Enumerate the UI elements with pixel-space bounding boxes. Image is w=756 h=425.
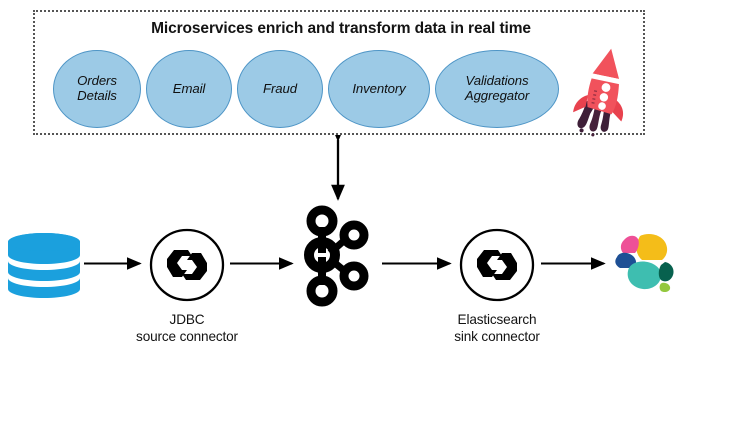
elasticsearch-sink-connector-node[interactable] — [458, 228, 536, 302]
service-node-validations-aggregator[interactable]: Validations Aggregator — [435, 50, 559, 128]
service-label: Inventory — [352, 80, 406, 96]
service-label: Fraud — [263, 80, 297, 96]
kafka-connect-icon — [459, 228, 535, 302]
service-label: Validations Aggregator — [464, 73, 530, 103]
microservices-panel: Microservices enrich and transform data … — [33, 10, 647, 137]
microservices-panel-heading: Microservices enrich and transform data … — [151, 20, 531, 37]
source-database-node[interactable] — [4, 228, 84, 300]
kafka-connect-icon — [149, 228, 225, 302]
service-label: Orders Details — [77, 73, 117, 103]
database-cylinder-icon — [8, 233, 80, 298]
service-node-inventory[interactable]: Inventory — [328, 50, 430, 128]
elastic-logo-icon — [615, 234, 674, 293]
service-node-email[interactable]: Email — [146, 50, 232, 128]
jdbc-source-connector-label: JDBC source connector — [136, 312, 238, 345]
kafka-broker-node[interactable] — [300, 205, 376, 307]
service-node-orders-details[interactable]: Orders Details — [53, 50, 141, 128]
elasticsearch-sink-connector-label: Elasticsearch sink connector — [454, 312, 540, 345]
microservices-ellipse-row: Orders Details Email Fraud Inventory Val… — [35, 46, 647, 137]
rocket-icon — [569, 46, 637, 138]
service-node-fraud[interactable]: Fraud — [237, 50, 323, 128]
apache-kafka-icon — [304, 205, 369, 307]
jdbc-source-connector-node[interactable] — [148, 228, 226, 302]
service-label: Email — [172, 80, 206, 96]
elasticsearch-cluster-node[interactable] — [610, 230, 680, 294]
